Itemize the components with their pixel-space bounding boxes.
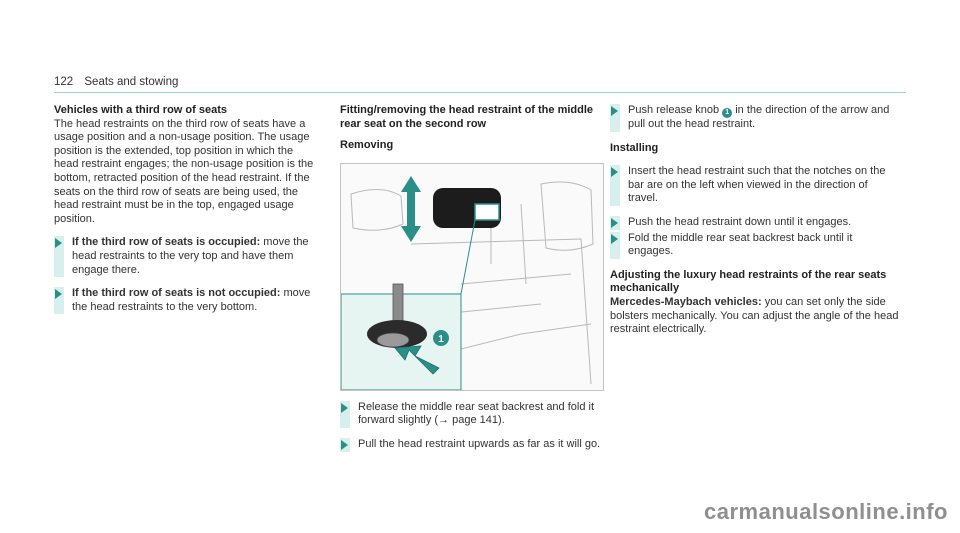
step-text: Insert the head restraint such that the … — [628, 165, 886, 205]
step-arrow-icon — [611, 106, 618, 116]
step-arrow-icon — [611, 233, 618, 244]
step-lead: If the third row of seats is occupied: — [72, 236, 261, 249]
column-middle: Fitting/removing the head restraint of t… — [340, 104, 604, 452]
step-text: Pull the head restraint upwards as far a… — [358, 437, 601, 450]
step-bar — [340, 400, 350, 428]
instruction-step: Push the head restraint down until it en… — [610, 215, 900, 230]
intro-paragraph: The head restraints on the third row of … — [54, 117, 314, 225]
column-right: Push release knob 1 in the direction of … — [610, 104, 900, 337]
step-lead: If the third row of seats is not occupie… — [72, 287, 281, 300]
step-arrow-icon — [611, 167, 618, 178]
callout-1: 1 — [438, 334, 444, 345]
step-text: in the direction of the arrow and pull o… — [628, 104, 890, 130]
step-text: move the head restraints to the very bot… — [72, 287, 311, 313]
instruction-step: Pull the head restraint upwards as far a… — [340, 437, 602, 452]
section-heading-luxury: Adjusting the luxury head restraints of … — [610, 268, 887, 295]
maybach-text: you can set only the side bolsters mecha… — [610, 295, 899, 336]
step-text: move the head restraints to the very top… — [72, 236, 309, 276]
step-text: Push release knob — [628, 104, 723, 116]
step-text: Fold the middle rear seat backrest back … — [628, 231, 853, 258]
page-number: 122 — [54, 76, 74, 88]
step-arrow-icon — [341, 402, 348, 413]
maybach-lead: Mercedes-Maybach vehicles: — [610, 295, 762, 308]
instruction-step: Push release knob 1 in the direction of … — [610, 104, 900, 132]
step-bar — [610, 104, 620, 132]
instruction-step: Fold the middle rear seat backrest back … — [610, 231, 900, 259]
head-restraint-illustration: 1 — [340, 162, 604, 391]
step-bar — [54, 236, 64, 278]
instruction-step: Release the middle rear seat backrest an… — [340, 400, 602, 428]
step-bar — [610, 231, 620, 259]
step-arrow-icon — [55, 289, 62, 300]
step-bar — [340, 437, 350, 452]
step-bar — [54, 287, 64, 315]
step-arrow-icon — [611, 217, 618, 228]
subheading-removing: Removing — [340, 139, 394, 152]
section-heading-third-row: Vehicles with a third row of seats — [54, 104, 227, 116]
step-text: Push the head restraint down until it en… — [628, 215, 852, 228]
step-arrow-icon — [341, 439, 348, 450]
section-heading-fitting: Fitting/removing the head restraint of t… — [340, 104, 594, 130]
page-header: 122 Seats and stowing — [54, 76, 178, 88]
step-arrow-icon — [55, 238, 62, 249]
column-left: Vehicles with a third row of seats The h… — [54, 104, 316, 315]
section-title: Seats and stowing — [84, 76, 179, 88]
step-bar — [610, 215, 620, 230]
step-text: Release the middle rear seat backrest an… — [358, 400, 595, 427]
header-rule — [54, 92, 906, 93]
instruction-step: Insert the head restraint such that the … — [610, 165, 900, 206]
instruction-step: If the third row of seats is not occupie… — [54, 287, 316, 315]
instruction-step: If the third row of seats is occupied: m… — [54, 236, 316, 278]
step-bar — [610, 165, 620, 206]
release-knob-marker: 1 — [722, 108, 733, 118]
subheading-installing: Installing — [610, 141, 659, 154]
watermark: carmanualsonline.info — [704, 499, 948, 524]
